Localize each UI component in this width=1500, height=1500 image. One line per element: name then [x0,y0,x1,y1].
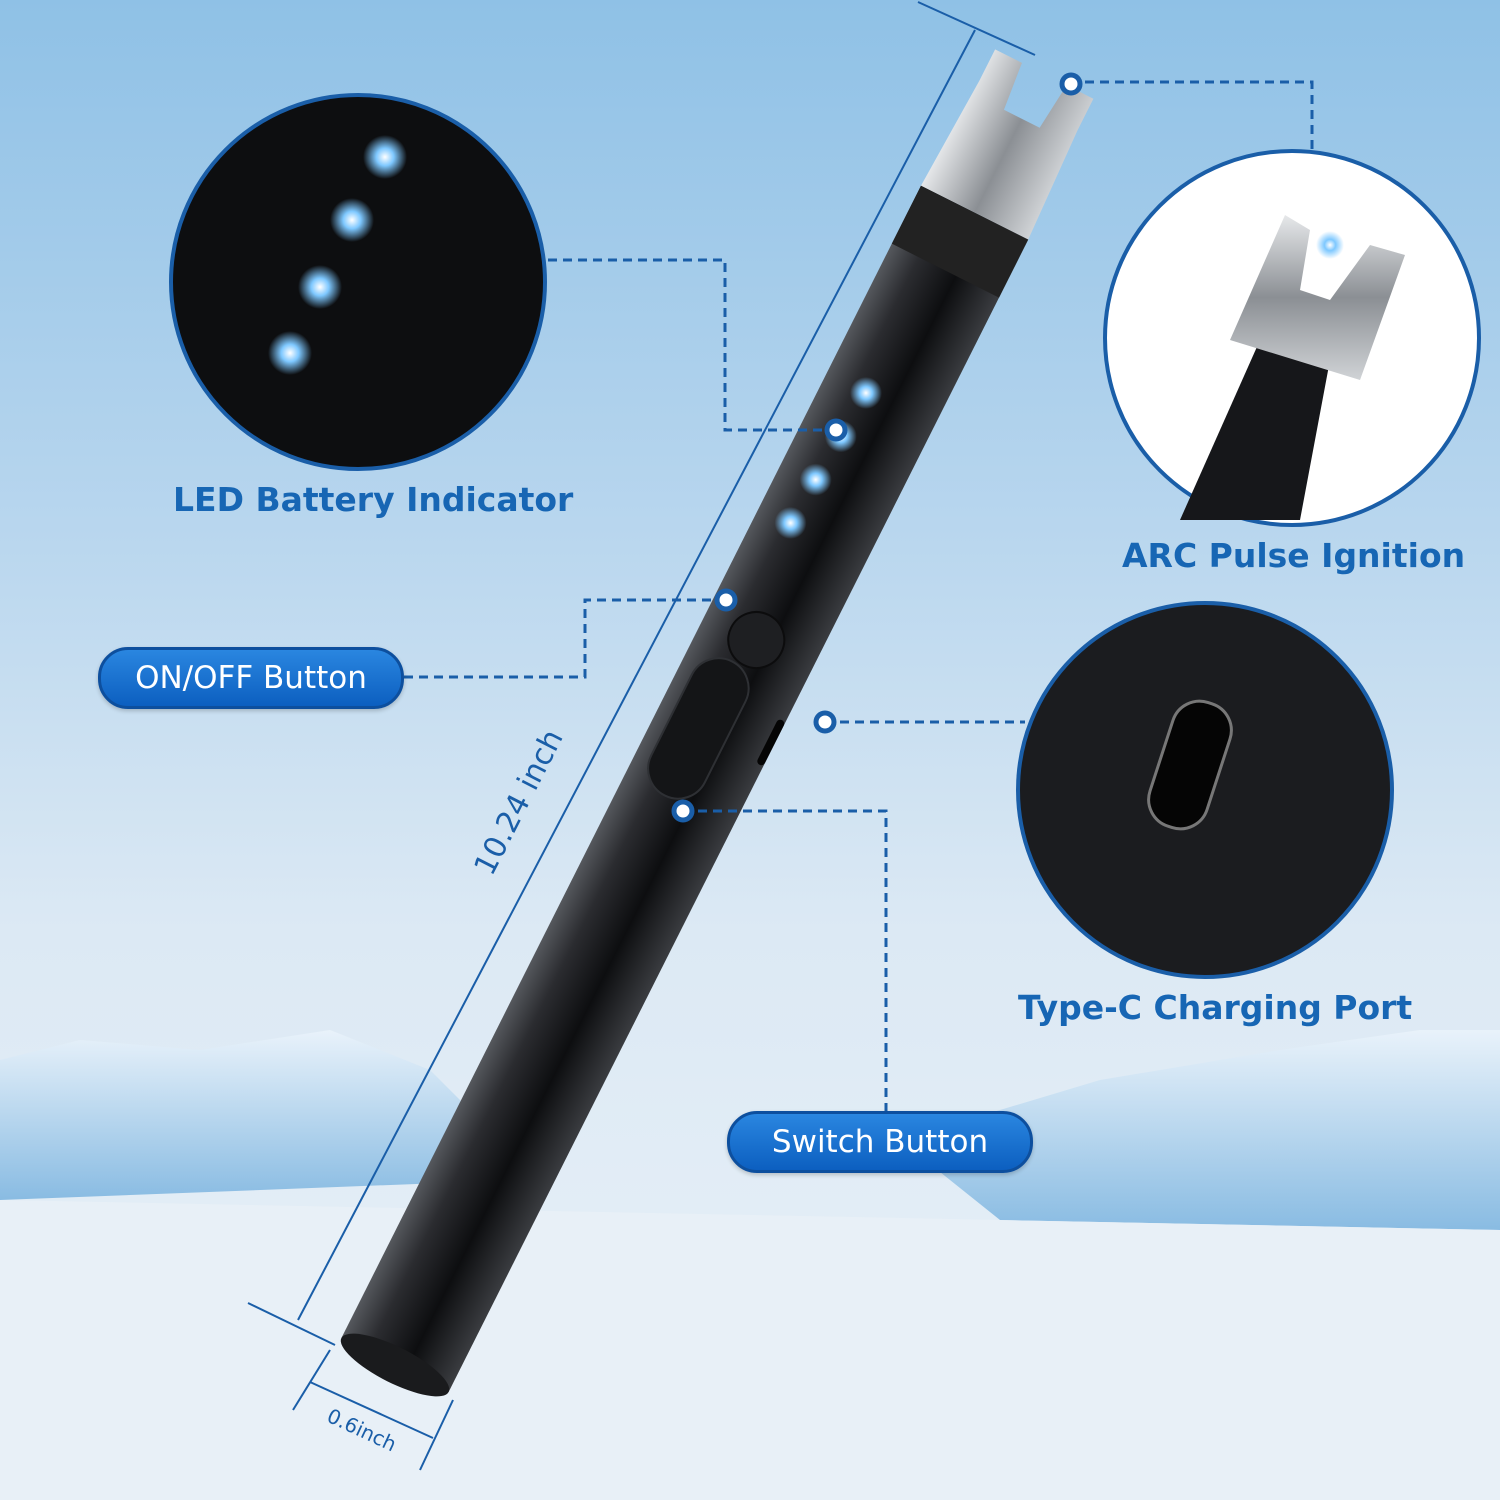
arc-pulse-ignition-label: ARC Pulse Ignition [1122,536,1466,575]
callout-dots [671,72,1083,823]
led-detail-circle [169,93,547,471]
mountain-right [900,1030,1500,1230]
switch-button-label: Switch Button [727,1111,1033,1173]
mountain-left [0,1030,520,1200]
callout-lines [404,80,1314,1112]
typec-detail-circle [1016,601,1394,979]
led-battery-indicator-label: LED Battery Indicator [173,480,574,519]
arc-detail-circle [1103,149,1481,527]
dimension-lines [247,1,1036,1471]
type-c-charging-port-label: Type-C Charging Port [1018,988,1413,1027]
on-off-button-label: ON/OFF Button [98,647,404,709]
power-button [727,611,786,670]
usb-port [757,719,785,766]
switch-slider [647,657,750,800]
